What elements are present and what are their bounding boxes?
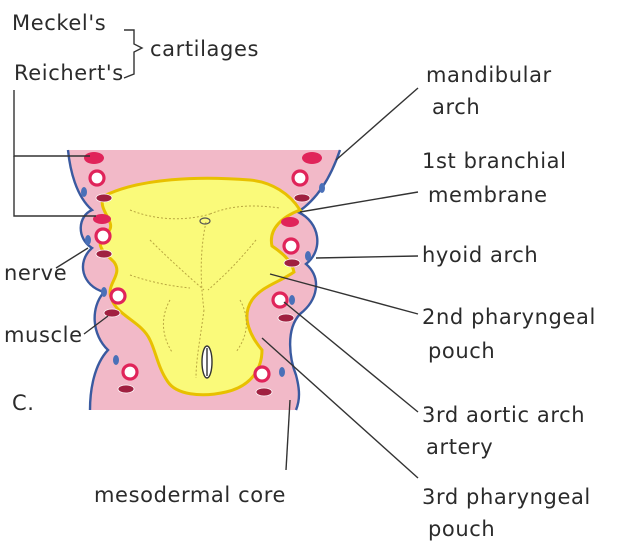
nerve-dot xyxy=(319,183,325,193)
artery-ring xyxy=(96,229,110,243)
muscle-oval xyxy=(96,250,112,258)
nerve-dot xyxy=(81,187,87,197)
nerve-dot xyxy=(113,355,119,365)
nerve-dot xyxy=(305,251,311,261)
muscle-oval xyxy=(284,259,300,267)
label-nerve: nerve xyxy=(4,261,67,285)
artery-ring xyxy=(255,367,269,381)
label-3rd-pouch-1: 3rd pharyngeal xyxy=(422,485,591,509)
figure-letter: C. xyxy=(12,391,35,415)
label-2nd-pouch-2: pouch xyxy=(428,339,495,363)
artery-ring xyxy=(293,171,307,185)
label-hyoid-arch: hyoid arch xyxy=(422,243,538,267)
label-3rd-aortic-2: artery xyxy=(426,435,493,459)
muscle-oval xyxy=(104,309,120,317)
label-3rd-aortic-1: 3rd aortic arch xyxy=(422,403,585,427)
muscle-oval xyxy=(256,388,272,396)
nerve-dot xyxy=(101,287,107,297)
nerve-dot xyxy=(289,295,295,305)
label-branchial-1: 1st branchial xyxy=(422,149,567,173)
artery-ring xyxy=(90,171,104,185)
cartilage-right-1 xyxy=(302,152,322,164)
label-muscle: muscle xyxy=(4,323,83,347)
cartilage-right-2 xyxy=(281,217,299,227)
label-reicherts: Reichert's xyxy=(14,61,124,85)
label-meckels: Meckel's xyxy=(12,11,106,35)
label-mesodermal-core: mesodermal core xyxy=(94,483,286,507)
nerve-dot xyxy=(279,367,285,377)
artery-ring xyxy=(123,365,137,379)
label-cartilages: cartilages xyxy=(150,37,259,61)
muscle-oval xyxy=(118,385,134,393)
muscle-oval xyxy=(294,194,310,202)
muscle-oval xyxy=(96,194,112,202)
artery-ring xyxy=(111,289,125,303)
nerve-dot xyxy=(85,235,91,245)
label-3rd-pouch-2: pouch xyxy=(428,517,495,541)
label-mandibular-1: mandibular xyxy=(426,63,552,87)
artery-ring xyxy=(273,293,287,307)
label-mandibular-2: arch xyxy=(432,95,480,119)
label-branchial-2: membrane xyxy=(428,183,548,207)
artery-ring xyxy=(284,239,298,253)
cartilage-left-1 xyxy=(84,152,104,164)
label-2nd-pouch-1: 2nd pharyngeal xyxy=(422,305,596,329)
muscle-oval xyxy=(278,314,294,322)
